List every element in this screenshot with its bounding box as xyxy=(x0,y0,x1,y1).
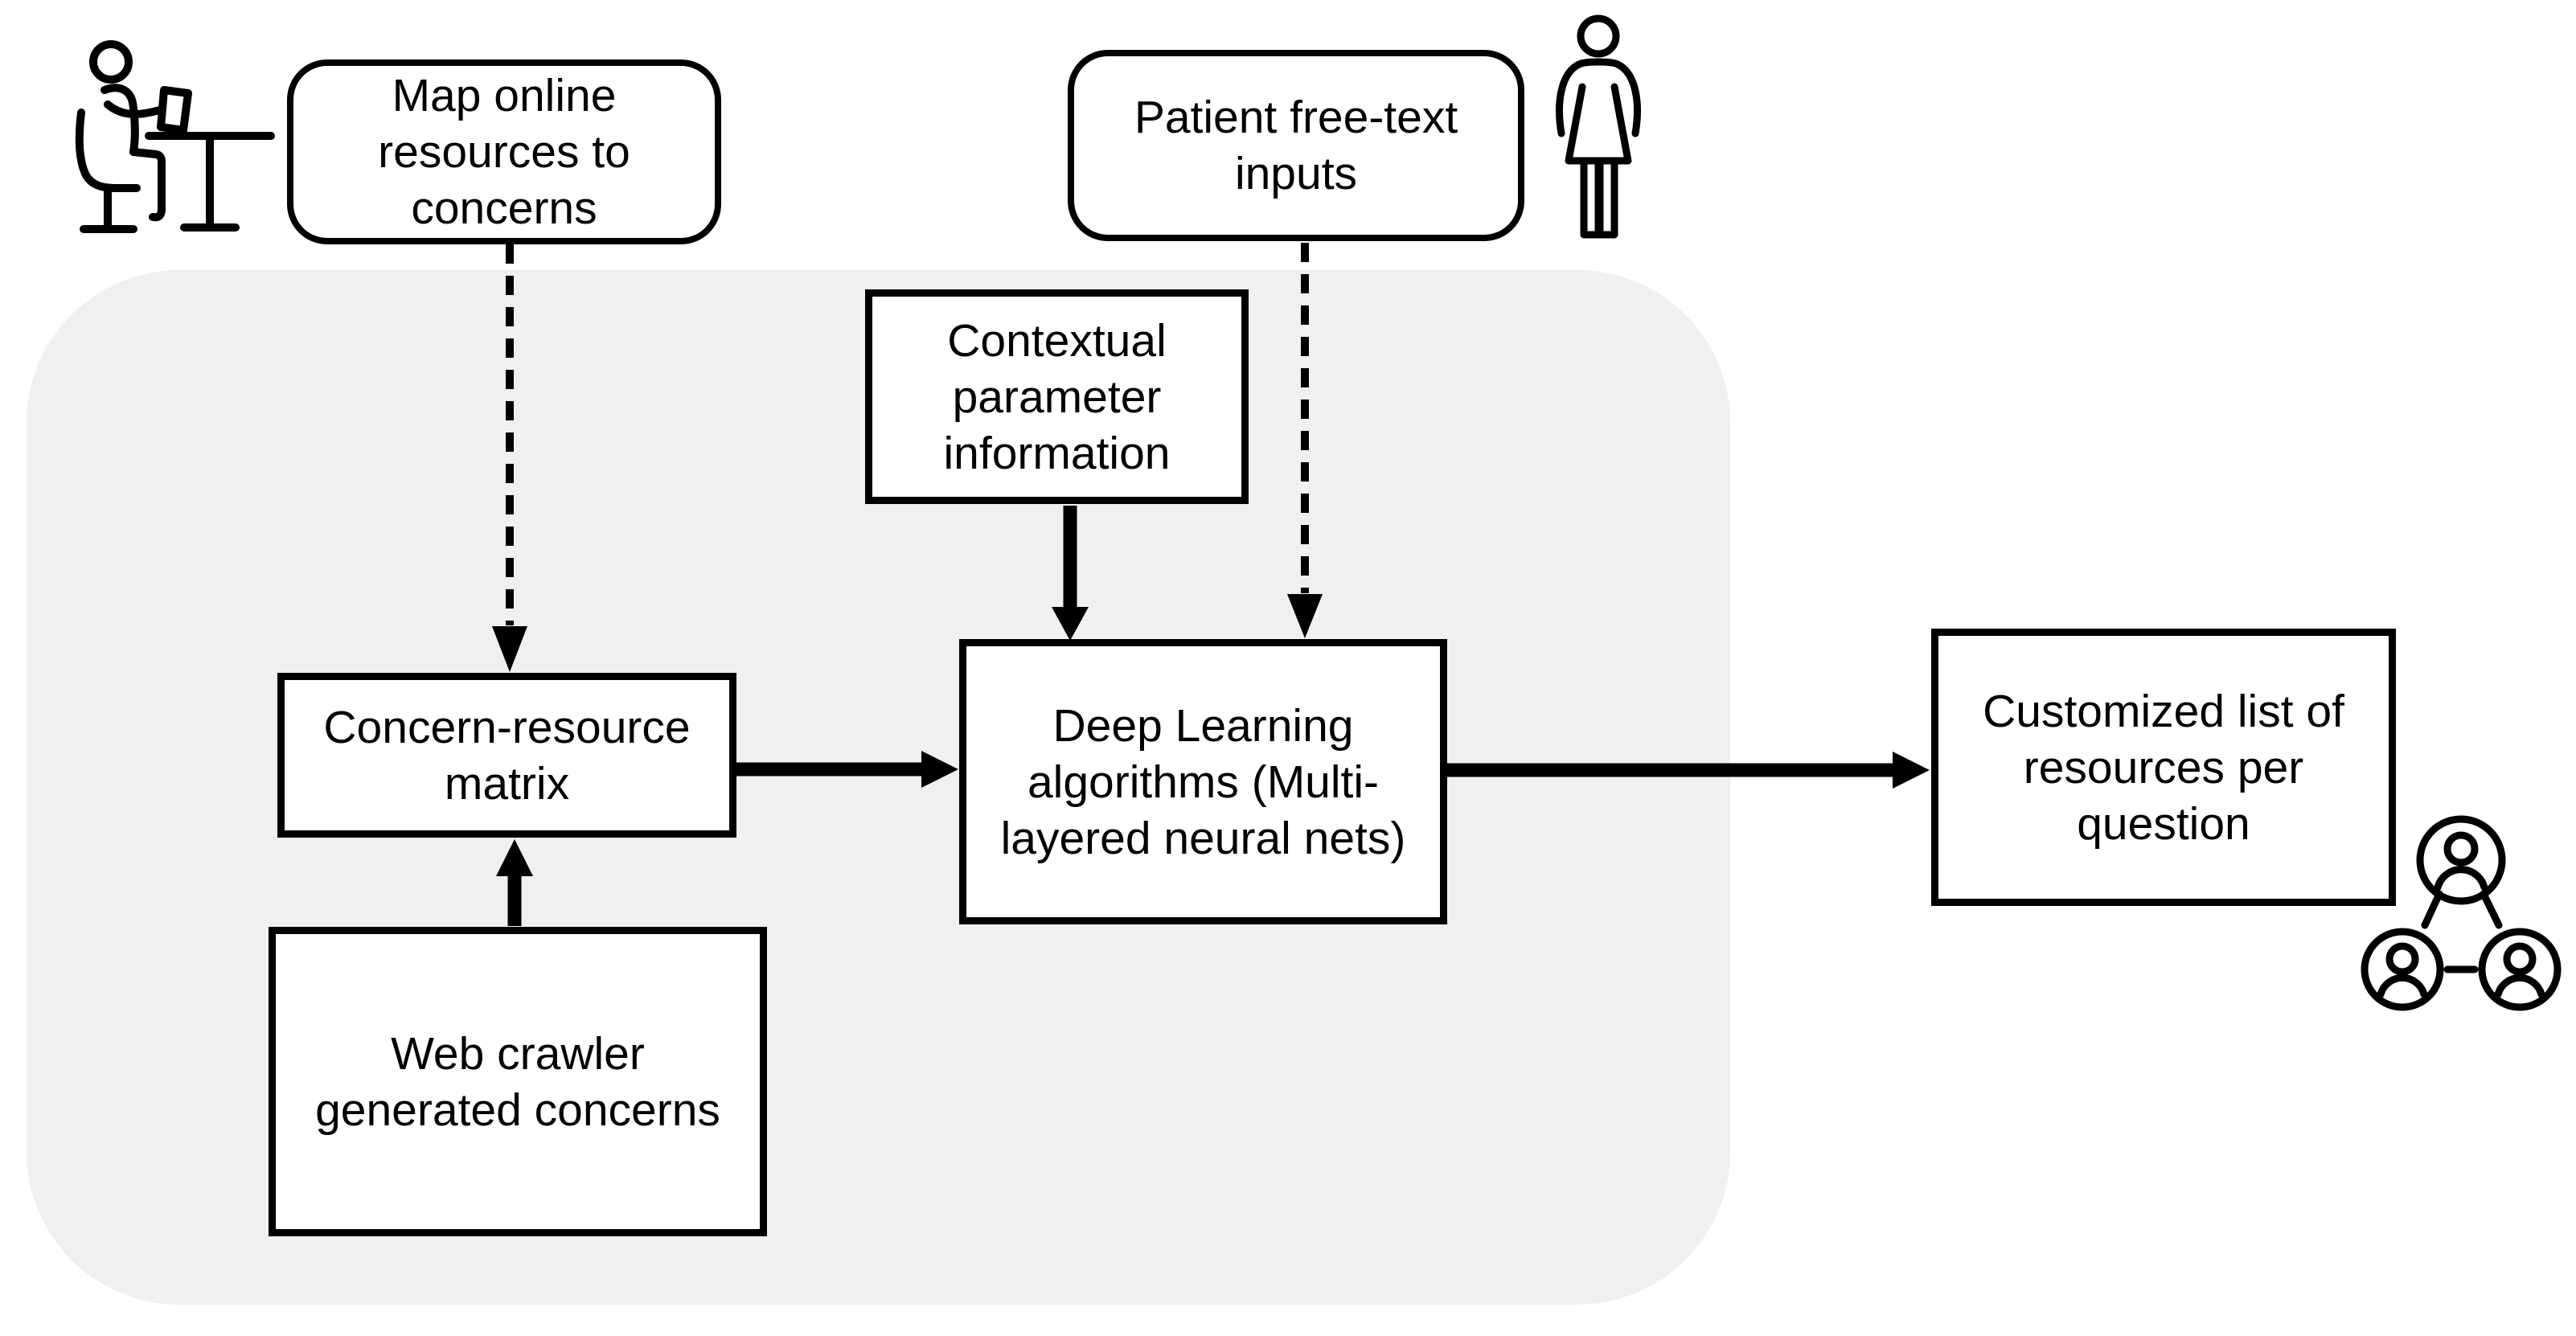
node-map-online-resources: Map online resources to concerns xyxy=(287,59,721,244)
node-contextual-parameter-information: Contextual parameter information xyxy=(865,289,1249,504)
node-customized-list-of-resources: Customized list of resources per questio… xyxy=(1931,629,2396,906)
node-web-crawler-generated-concerns: Web crawler generated concerns xyxy=(269,927,767,1236)
person-at-desk-icon xyxy=(75,40,275,233)
node-deep-learning-algorithms: Deep Learning algorithms (Multi- layered… xyxy=(959,639,1447,924)
woman-patient-icon xyxy=(1556,14,1641,239)
node-concern-resource-matrix: Concern-resource matrix xyxy=(277,673,736,838)
node-patient-free-text-inputs: Patient free-text inputs xyxy=(1068,50,1524,241)
